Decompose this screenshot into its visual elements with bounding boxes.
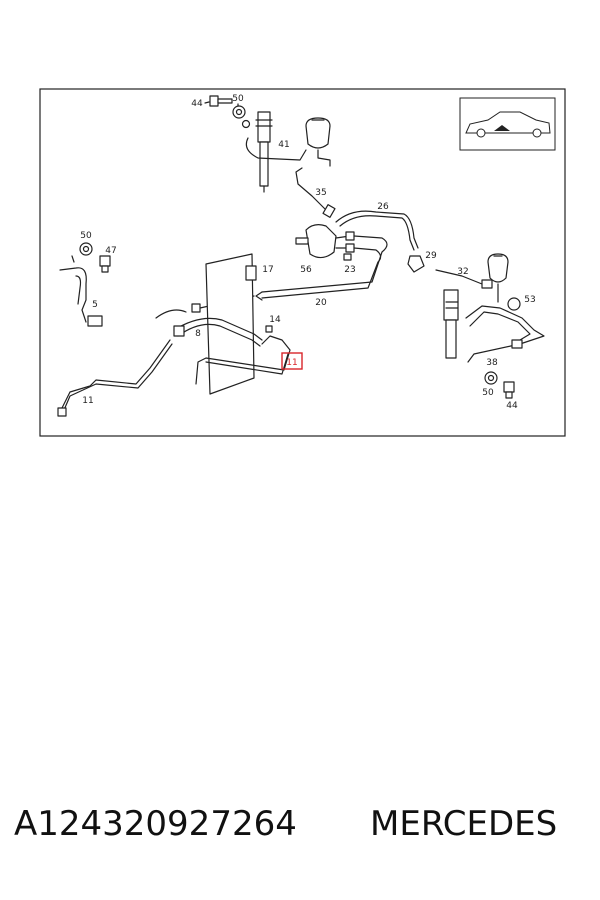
washer-50-bottom (484, 371, 498, 385)
washer-50-left (79, 242, 93, 256)
callout-53: 53 (524, 295, 535, 305)
callout-29: 29 (425, 251, 437, 261)
callout-35: 35 (315, 188, 326, 198)
bolt-53 (507, 297, 521, 311)
leader-5-top (71, 255, 75, 263)
pipe-11-left (61, 339, 171, 409)
fitting-left (191, 303, 201, 313)
top-reservoir (305, 117, 331, 167)
callout-44-top: 44 (191, 99, 203, 109)
rear-shock-absorber (443, 289, 459, 359)
line-32 (435, 269, 483, 285)
line-20-tail (255, 291, 263, 301)
line-32-fitting (481, 279, 493, 289)
line-38-fitting (511, 339, 523, 349)
line-35 (295, 167, 329, 213)
callout-11-highlighted: 11 (286, 358, 297, 368)
callout-50-top: 50 (232, 94, 244, 104)
washer-50-top (232, 105, 246, 119)
fitting-14 (265, 325, 273, 333)
clip-5 (87, 315, 103, 327)
callout-26: 26 (377, 202, 389, 212)
line-26 (335, 210, 419, 249)
callout-20: 20 (315, 298, 327, 308)
callout-14: 14 (269, 315, 281, 325)
callout-41: 41 (278, 140, 289, 150)
line-5b (75, 275, 82, 305)
callout-8: 8 (195, 329, 201, 339)
callout-23: 23 (344, 265, 355, 275)
line-26b (339, 215, 415, 251)
line-35-fitting (322, 204, 336, 218)
bracket-29 (407, 255, 425, 273)
line-56 (261, 235, 388, 293)
washer-small-top (241, 119, 251, 129)
connector-17 (245, 265, 257, 281)
callout-56: 56 (300, 265, 312, 275)
callout-50-left: 50 (80, 231, 92, 241)
part-number: A124320927264 (14, 804, 297, 844)
callout-11-left: 11 (82, 396, 93, 406)
rear-reservoir (487, 253, 509, 303)
brand-name: MERCEDES (370, 804, 558, 844)
callout-38: 38 (486, 358, 498, 368)
pipe-11-highlighted (195, 335, 291, 385)
line-38 (465, 305, 545, 363)
pipe-11-left-b (63, 343, 173, 411)
pipe-11-highlighted-b (205, 353, 289, 375)
bolt-44-bottom (503, 381, 515, 399)
bolt-47-left (99, 255, 111, 273)
callout-17: 17 (262, 265, 273, 275)
callout-47: 47 (105, 246, 116, 256)
car-location-icon (459, 97, 556, 151)
bolt-44-top (209, 95, 233, 107)
nut-23 (343, 253, 352, 261)
callout-50-bottom: 50 (482, 388, 494, 398)
line-41 (245, 137, 307, 161)
callout-44-bottom: 44 (506, 401, 518, 411)
pipe-upper-left (155, 309, 187, 319)
footer: A124320927264 MERCEDES (0, 804, 600, 864)
pipe-11-end (57, 407, 67, 417)
line-20 (261, 247, 382, 299)
front-shock-absorber (255, 111, 273, 193)
line-38b (469, 311, 531, 341)
leader-44-top (204, 101, 210, 104)
callout-5: 5 (92, 300, 98, 310)
highlight-box-11 (281, 352, 303, 370)
line-5 (59, 267, 87, 323)
hose-clamp (173, 325, 185, 337)
callout-32: 32 (457, 267, 468, 277)
